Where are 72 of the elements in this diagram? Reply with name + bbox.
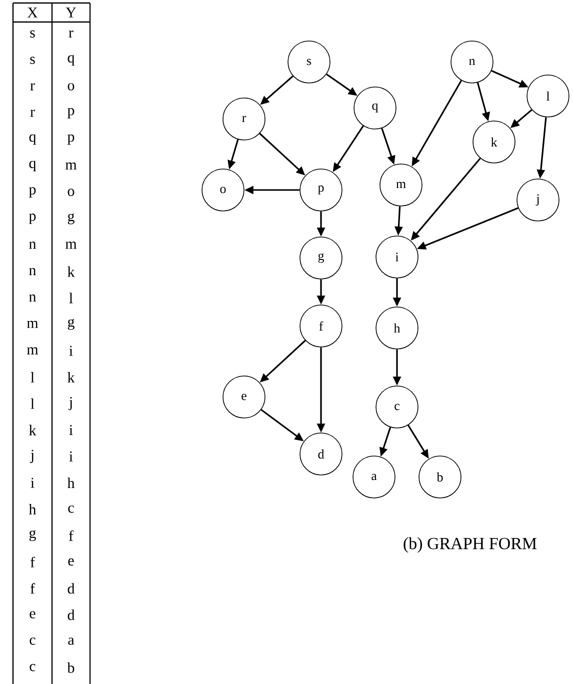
caption: (b) GRAPH FORM xyxy=(404,537,537,553)
graph-node: a xyxy=(352,456,396,498)
table-cell: g xyxy=(29,530,36,542)
table-cell: k xyxy=(68,266,75,277)
table-cell: m xyxy=(26,347,38,354)
graph-node: f xyxy=(300,304,342,348)
table-cell: l xyxy=(30,372,34,382)
graph-node: b xyxy=(418,456,462,498)
table-cell: q xyxy=(29,134,36,145)
table-cell: j xyxy=(68,397,72,410)
table-cell: n xyxy=(29,268,36,276)
graph-node: g xyxy=(300,236,342,280)
table-cell: i xyxy=(69,346,73,356)
table-cell: o xyxy=(68,83,74,90)
table-cell: e xyxy=(68,558,74,566)
graph-node: e xyxy=(222,376,266,418)
table-cell: m xyxy=(26,320,38,328)
table-cell: e xyxy=(30,611,36,618)
table-cell: o xyxy=(68,188,74,196)
table-cell: b xyxy=(67,662,74,673)
table-cell: m xyxy=(65,242,77,249)
graph-node: p xyxy=(300,168,342,212)
graph-node: q xyxy=(354,86,396,130)
table-cell: a xyxy=(68,638,74,645)
table-cell: i xyxy=(69,425,73,435)
table-cell: r xyxy=(30,110,35,117)
graph-node: h xyxy=(376,306,418,350)
table-cell: h xyxy=(67,478,75,488)
graph-node: l xyxy=(526,74,570,118)
graph-node: r xyxy=(222,98,266,140)
table-cell: i xyxy=(69,451,73,462)
table-cell: j xyxy=(30,450,34,463)
table-cell: r xyxy=(68,30,74,38)
table-cell: c xyxy=(68,506,74,513)
table-cell: k xyxy=(29,424,36,436)
graph-node: m xyxy=(380,164,422,206)
table-cell: q xyxy=(68,55,74,66)
table-cell: d xyxy=(68,583,75,594)
table-cell: k xyxy=(68,372,75,382)
table-cell: p xyxy=(28,187,36,198)
table-cell: f xyxy=(30,556,35,568)
table-cell: p xyxy=(28,214,36,224)
graph-node: n xyxy=(450,40,494,84)
table-cell: i xyxy=(30,478,34,488)
table-cell: f xyxy=(68,530,74,541)
column-header: X xyxy=(27,8,38,18)
table-cell: m xyxy=(65,162,77,170)
table-cell: f xyxy=(30,583,35,594)
graph-node: o xyxy=(202,168,244,212)
table-cell: c xyxy=(30,664,36,672)
column-header: Y xyxy=(66,8,76,18)
table-cell: p xyxy=(67,134,74,145)
table-cell: n xyxy=(29,294,36,302)
table-cell: d xyxy=(68,610,75,620)
graph-node: d xyxy=(300,432,342,476)
table-cell: p xyxy=(67,108,74,118)
table-cell: n xyxy=(29,242,36,249)
graph-node: i xyxy=(376,236,418,278)
graph-node: k xyxy=(472,120,516,164)
table-cell: l xyxy=(69,292,73,304)
table-cell: q xyxy=(29,160,36,172)
table-cell: h xyxy=(28,504,36,514)
table-cell: l xyxy=(30,398,34,409)
table-cell: r xyxy=(30,83,35,90)
table-cell: s xyxy=(30,30,35,38)
graph-node: j xyxy=(516,178,560,222)
graph-node: c xyxy=(376,386,418,428)
table-cell: g xyxy=(68,213,74,224)
graph-node: s xyxy=(288,40,330,84)
table-cell: g xyxy=(68,318,74,330)
table-cell: s xyxy=(30,56,35,64)
table-cell: c xyxy=(30,638,36,645)
